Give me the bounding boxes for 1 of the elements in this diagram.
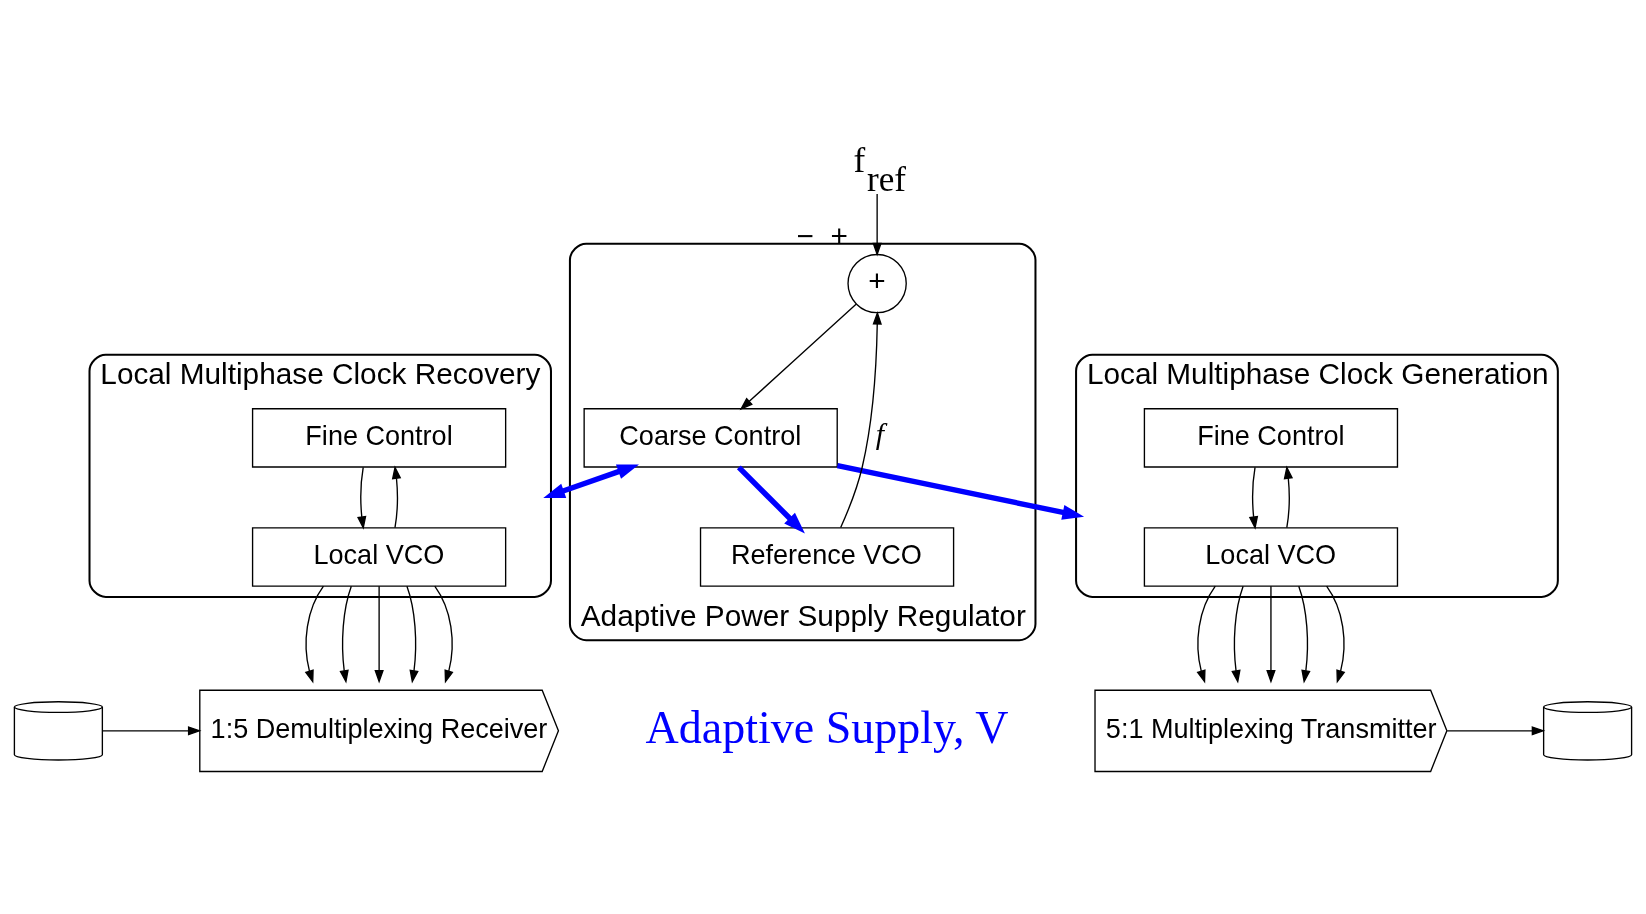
label: Adaptive Supply, V: [645, 701, 1009, 753]
